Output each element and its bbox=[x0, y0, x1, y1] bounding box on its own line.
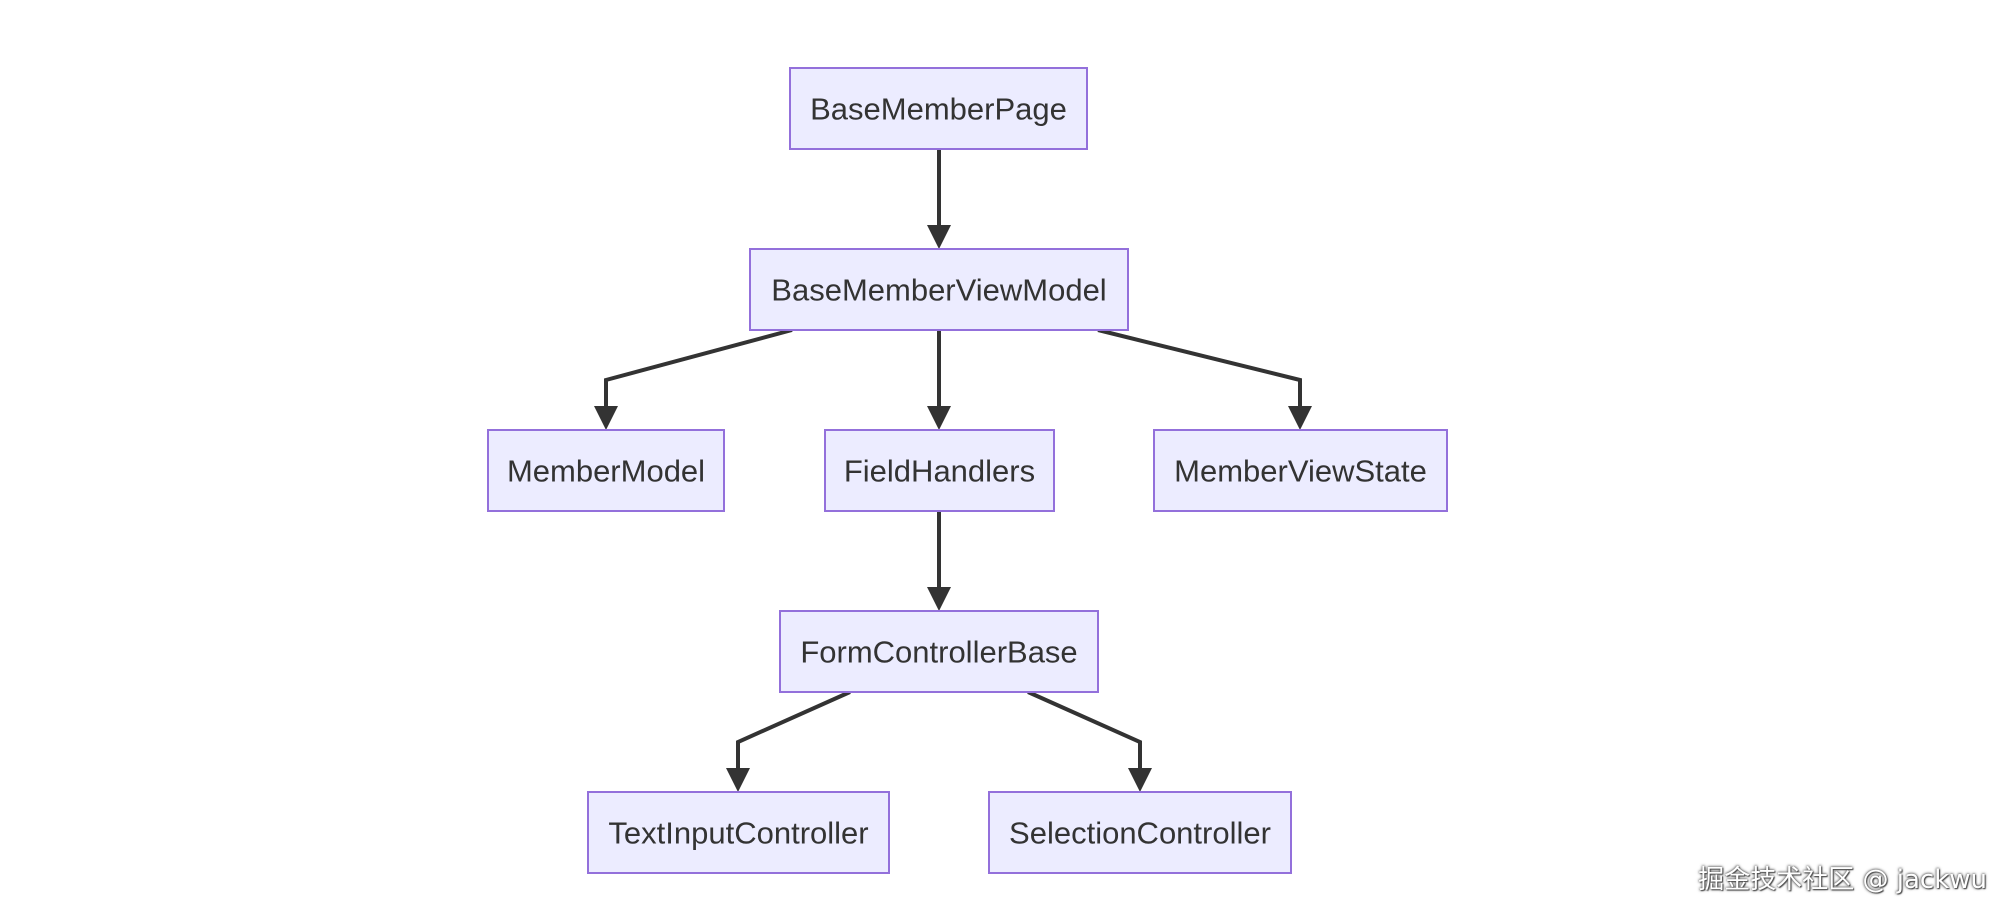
node-SelectionController: SelectionController bbox=[988, 791, 1292, 874]
node-box bbox=[487, 429, 725, 512]
arrowhead-icon bbox=[726, 768, 750, 792]
node-MemberViewState: MemberViewState bbox=[1153, 429, 1448, 512]
node-TextInputController: TextInputController bbox=[587, 791, 890, 874]
node-box bbox=[587, 791, 890, 874]
node-box bbox=[789, 67, 1088, 150]
node-BaseMemberViewModel: BaseMemberViewModel bbox=[749, 248, 1129, 331]
node-box bbox=[824, 429, 1055, 512]
edge-line bbox=[1027, 690, 1142, 770]
arrowhead-icon bbox=[1128, 768, 1152, 792]
arrowhead-icon bbox=[927, 406, 951, 430]
node-FieldHandlers: FieldHandlers bbox=[824, 429, 1055, 512]
diagram-nodes: BaseMemberPageBaseMemberViewModelMemberM… bbox=[487, 67, 1448, 874]
node-label: MemberModel bbox=[507, 454, 705, 489]
node-label: FormControllerBase bbox=[800, 635, 1077, 670]
node-label: FieldHandlers bbox=[844, 454, 1035, 489]
arrowhead-icon bbox=[927, 587, 951, 611]
node-label: TextInputController bbox=[608, 816, 868, 851]
edge-line bbox=[604, 328, 793, 408]
node-FormControllerBase: FormControllerBase bbox=[779, 610, 1099, 693]
node-box bbox=[749, 248, 1129, 331]
arrowhead-icon bbox=[927, 225, 951, 249]
node-box bbox=[1153, 429, 1448, 512]
node-box bbox=[779, 610, 1099, 693]
edge-BaseMemberViewModel-to-MemberModel bbox=[594, 328, 793, 430]
edge-FieldHandlers-to-FormControllerBase bbox=[927, 511, 951, 611]
node-BaseMemberPage: BaseMemberPage bbox=[789, 67, 1088, 150]
edge-FormControllerBase-to-TextInputController bbox=[726, 690, 851, 792]
arrowhead-icon bbox=[1288, 406, 1312, 430]
edge-BaseMemberPage-to-BaseMemberViewModel bbox=[927, 149, 951, 249]
edge-BaseMemberViewModel-to-MemberViewState bbox=[1097, 328, 1312, 430]
diagram-edges bbox=[594, 149, 1312, 792]
watermark-text: 掘金技术社区 @ jackwu bbox=[1698, 865, 1987, 895]
node-label: BaseMemberViewModel bbox=[771, 273, 1106, 308]
node-label: SelectionController bbox=[1009, 816, 1271, 851]
node-MemberModel: MemberModel bbox=[487, 429, 725, 512]
node-box bbox=[988, 791, 1292, 874]
edge-line bbox=[1097, 328, 1302, 408]
node-label: MemberViewState bbox=[1174, 454, 1427, 489]
edge-FormControllerBase-to-SelectionController bbox=[1027, 690, 1152, 792]
edge-BaseMemberViewModel-to-FieldHandlers bbox=[927, 330, 951, 430]
edge-line bbox=[736, 690, 851, 770]
arrowhead-icon bbox=[594, 406, 618, 430]
node-label: BaseMemberPage bbox=[810, 92, 1067, 127]
